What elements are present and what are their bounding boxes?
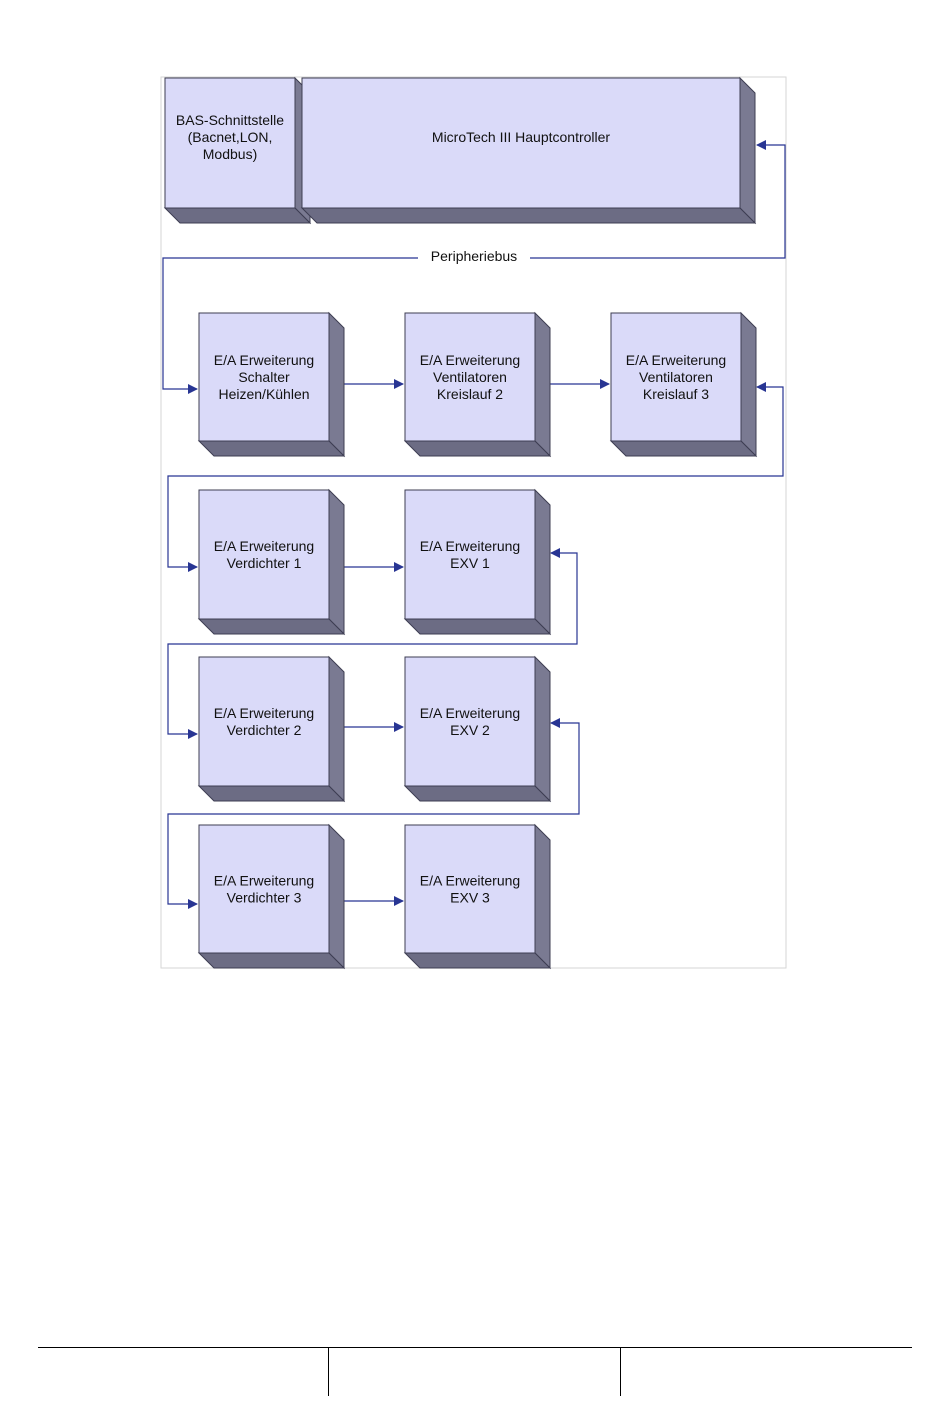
box-label-line: Kreislauf 3: [643, 386, 709, 402]
box-front-face: [610, 312, 742, 442]
box-front-face: [301, 77, 741, 209]
box-front-face: [198, 824, 330, 954]
box-label-line: E/A Erweiterung: [626, 352, 726, 368]
box-side-face: [328, 823, 345, 970]
box-label-line: Modbus): [203, 146, 257, 162]
controller-boxes: BAS-Schnittstelle(Bacnet,LON,Modbus) Micr…: [163, 76, 758, 970]
box-label-line: Kreislauf 2: [437, 386, 503, 402]
box-label-line: Verdichter 2: [227, 722, 302, 738]
box-label-line: E/A Erweiterung: [214, 705, 314, 721]
box-label-line: (Bacnet,LON,: [188, 129, 273, 145]
box-front-face: [198, 656, 330, 787]
box-bas: BAS-Schnittstelle(Bacnet,LON,Modbus): [163, 76, 312, 225]
box-label-line: EXV 3: [450, 890, 490, 906]
box-label-line: E/A Erweiterung: [214, 352, 314, 368]
box-side-face: [739, 76, 756, 225]
box-bottom-face: [197, 618, 346, 635]
box-side-face: [534, 488, 551, 636]
box-side-face: [740, 311, 757, 458]
box-label-line: E/A Erweiterung: [420, 352, 520, 368]
box-bottom-face: [403, 952, 552, 969]
box-label-line: E/A Erweiterung: [214, 538, 314, 554]
box-label-line: E/A Erweiterung: [420, 705, 520, 721]
box-side-face: [328, 488, 345, 636]
box-side-face: [534, 655, 551, 803]
footer-divider-right: [620, 1347, 621, 1396]
box-label-line: Verdichter 3: [227, 890, 302, 906]
connector-lines: [162, 140, 786, 909]
box-label-line: EXV 1: [450, 555, 490, 571]
box-label-line: Verdichter 1: [227, 555, 302, 571]
box-bottom-face: [403, 785, 552, 802]
box-bottom-face: [403, 440, 552, 457]
box-front-face: [164, 77, 296, 209]
connector-path: [167, 718, 580, 909]
footer-divider-left: [328, 1347, 329, 1396]
box-side-face: [534, 823, 551, 970]
box-front-face: [404, 489, 536, 620]
bus-label: Peripheriebus: [431, 248, 517, 264]
box-label-line: BAS-Schnittstelle: [176, 112, 284, 128]
box-label-line: Heizen/Kühlen: [218, 386, 309, 402]
box-label-line: Ventilatoren: [639, 369, 713, 385]
footer-top-rule: [38, 1347, 912, 1348]
bus-label-background: [420, 248, 530, 266]
box-side-face: [534, 311, 551, 458]
box-front-face: [198, 489, 330, 620]
connector-path: [162, 257, 418, 394]
box-label-line: E/A Erweiterung: [420, 873, 520, 889]
box-bottom-face: [163, 207, 312, 224]
connector-path: [530, 140, 786, 259]
box-bottom-face: [300, 207, 757, 224]
box-front-face: [404, 312, 536, 442]
box-bottom-face: [197, 785, 346, 802]
box-front-face: [404, 656, 536, 787]
box-front-face: [198, 312, 330, 442]
box-bottom-face: [403, 618, 552, 635]
box-side-face: [328, 311, 345, 458]
box-label-line: Ventilatoren: [433, 369, 507, 385]
connector-path: [167, 382, 784, 572]
box-side-face: [328, 655, 345, 803]
box-main: MicroTech III Hauptcontroller: [300, 76, 757, 225]
connector-path: [167, 548, 578, 739]
box-label-line: MicroTech III Hauptcontroller: [432, 129, 611, 145]
box-label-line: E/A Erweiterung: [214, 873, 314, 889]
box-bottom-face: [609, 440, 758, 457]
box-label-line: E/A Erweiterung: [420, 538, 520, 554]
box-label-line: Schalter: [238, 369, 290, 385]
box-label-line: EXV 2: [450, 722, 490, 738]
box-bottom-face: [197, 440, 346, 457]
box-front-face: [404, 824, 536, 954]
box-bottom-face: [197, 952, 346, 969]
